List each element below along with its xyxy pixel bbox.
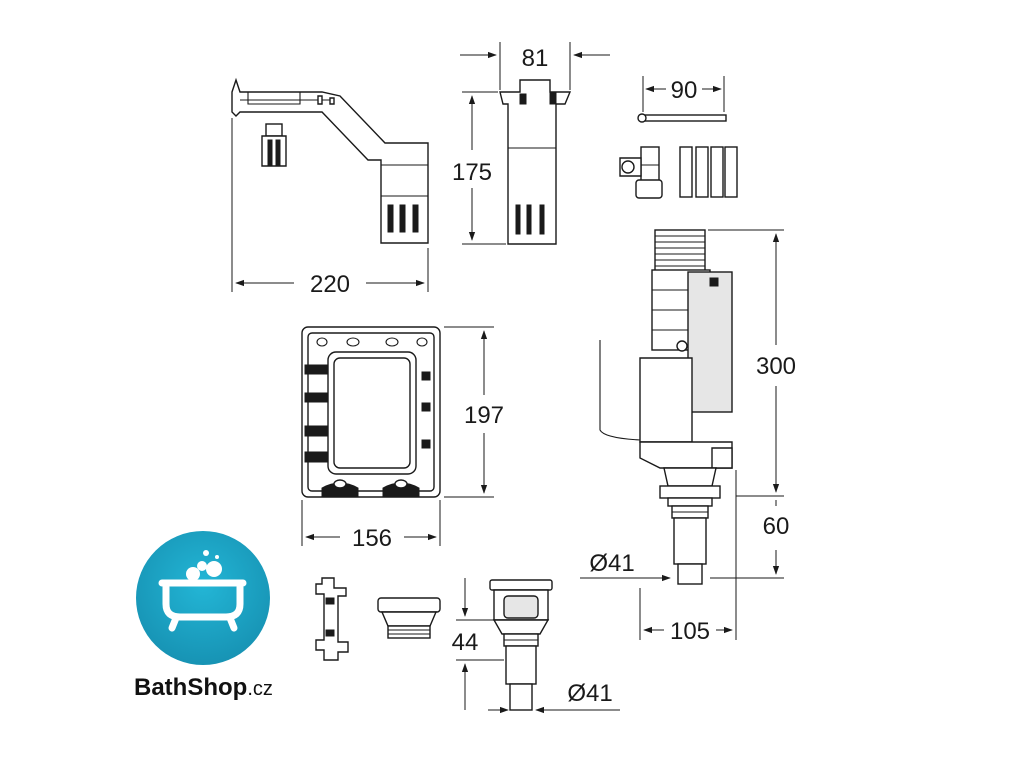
adapter-height-label: 44 bbox=[452, 629, 479, 656]
cup-height-label: 175 bbox=[452, 159, 492, 186]
cup-width-dimension: 81 bbox=[460, 42, 610, 90]
mounting-frame-part bbox=[301, 326, 441, 498]
adapter-diameter-label: Ø41 bbox=[567, 680, 612, 707]
angle-valve-part bbox=[619, 146, 663, 199]
adapter-height-dimension: 44 bbox=[452, 578, 504, 710]
cup-part bbox=[499, 79, 572, 245]
rod-length-label: 90 bbox=[671, 77, 698, 104]
bracket-width-dimension: 220 bbox=[231, 118, 429, 298]
angled-bracket-part bbox=[231, 77, 429, 244]
wedge-set-part bbox=[679, 146, 738, 198]
frame-width-label: 156 bbox=[352, 525, 392, 552]
adapter-diameter-dimension: Ø41 bbox=[488, 680, 620, 714]
valve-height-dimension: 300 bbox=[708, 229, 796, 497]
connector-rail-part bbox=[315, 577, 349, 661]
outlet-height-label: 60 bbox=[763, 513, 790, 540]
frame-height-label: 197 bbox=[464, 402, 504, 429]
valve-diameter-dimension: Ø41 bbox=[580, 550, 754, 582]
rod-part bbox=[637, 113, 727, 123]
clip-part bbox=[261, 123, 287, 167]
logo-name: BathShop bbox=[134, 674, 247, 701]
logo-wordmark: BathShop.cz bbox=[134, 674, 273, 701]
rod-length-dimension: 90 bbox=[642, 76, 725, 112]
valve-diameter-label: Ø41 bbox=[589, 550, 634, 577]
frame-height-dimension: 197 bbox=[444, 326, 504, 498]
logo-badge bbox=[136, 531, 270, 665]
frame-width-dimension: 156 bbox=[301, 500, 441, 552]
outlet-height-dimension: 60 bbox=[710, 500, 790, 579]
bathshop-logo: BathShop.cz bbox=[134, 531, 273, 701]
seal-cap-part bbox=[377, 597, 441, 639]
outlet-adapter-part bbox=[489, 579, 553, 711]
valve-base-width-label: 105 bbox=[670, 618, 710, 645]
cup-width-label: 81 bbox=[522, 45, 549, 72]
bracket-width-label: 220 bbox=[310, 271, 350, 298]
cup-height-dimension: 175 bbox=[452, 91, 506, 245]
valve-height-label: 300 bbox=[756, 353, 796, 380]
valve-base-width-dimension: 105 bbox=[639, 470, 737, 645]
flush-valve-part bbox=[599, 229, 733, 585]
bathtub-icon bbox=[158, 550, 247, 632]
logo-tld: .cz bbox=[247, 678, 273, 700]
